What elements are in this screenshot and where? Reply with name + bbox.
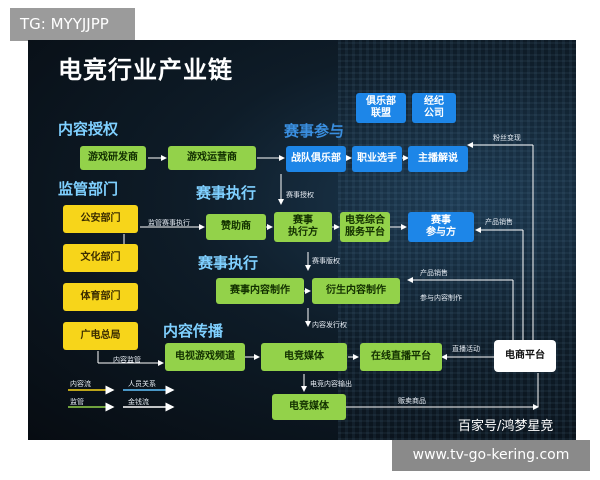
label-broadcast-rights: 赛事版权 bbox=[312, 257, 340, 265]
section-supervision: 监管部门 bbox=[58, 180, 119, 198]
diagram-title: 电竞行业产业链 bbox=[58, 56, 233, 84]
node-sponsor: 赞助商 bbox=[206, 214, 266, 240]
label-supervise-event: 监管赛事执行 bbox=[148, 219, 190, 227]
section-event-execution-2: 赛事执行 bbox=[198, 254, 259, 272]
node-culture-dept: 文化部门 bbox=[63, 244, 138, 272]
node-event-executor: 赛事 执行方 bbox=[274, 212, 332, 242]
label-content-rights: 内容发行权 bbox=[312, 321, 347, 329]
label-live-activity: 直播活动 bbox=[452, 345, 480, 353]
node-team-club: 战队俱乐部 bbox=[286, 146, 346, 172]
section-event-execution-1: 赛事执行 bbox=[196, 184, 257, 202]
section-content-license: 内容授权 bbox=[58, 120, 119, 138]
node-event-content: 赛事内容制作 bbox=[216, 278, 304, 304]
node-club-league: 俱乐部 联盟 bbox=[356, 93, 406, 123]
node-sports-dept: 体育部门 bbox=[63, 283, 138, 311]
legend-supervision: 监管 bbox=[70, 398, 84, 406]
node-esports-media-1: 电竞媒体 bbox=[261, 343, 347, 371]
connector-layer bbox=[68, 142, 539, 412]
node-caster: 主播解说 bbox=[408, 146, 468, 172]
legend-money-flow: 金钱流 bbox=[128, 398, 149, 406]
label-product-sales-2: 产品销售 bbox=[420, 269, 448, 277]
label-product-sales-1: 产品销售 bbox=[485, 218, 513, 226]
node-game-operator: 游戏运营商 bbox=[168, 146, 256, 170]
node-esports-media-2: 电竞媒体 bbox=[272, 394, 346, 420]
node-public-security: 公安部门 bbox=[63, 205, 138, 233]
legend-personnel: 人员关系 bbox=[128, 380, 156, 388]
label-content-making: 参与内容制作 bbox=[420, 294, 462, 302]
label-content-supervise: 内容监管 bbox=[113, 356, 141, 364]
label-fan-monetize: 粉丝变现 bbox=[493, 134, 521, 142]
node-derivative-content: 衍生内容制作 bbox=[312, 278, 400, 304]
section-content-distribution: 内容传播 bbox=[163, 322, 224, 340]
node-tv-game-channel: 电视游戏频道 bbox=[165, 343, 245, 371]
telegram-tag: TG: MYYJJPP bbox=[10, 8, 135, 41]
watermark-site: www.tv-go-kering.com bbox=[392, 440, 590, 471]
node-ecommerce: 电商平台 bbox=[494, 340, 556, 372]
node-radio-tv: 广电总局 bbox=[63, 322, 138, 350]
watermark-baijiahao: 百家号/鸿梦星竞 bbox=[458, 419, 554, 434]
diagram-panel: 电竞行业产业链 内容授权 监管部门 赛事参与 赛事执行 赛事执行 内容传播 游戏… bbox=[28, 40, 576, 440]
label-content-output: 电竞内容输出 bbox=[310, 380, 352, 388]
node-live-platform: 在线直播平台 bbox=[360, 343, 442, 371]
node-pro-player: 职业选手 bbox=[352, 146, 402, 172]
node-agency: 经纪 公司 bbox=[412, 93, 456, 123]
label-event-license: 赛事授权 bbox=[286, 191, 314, 199]
node-event-participant: 赛事 参与方 bbox=[408, 212, 474, 242]
section-event-participation: 赛事参与 bbox=[284, 122, 345, 140]
node-game-developer: 游戏研发商 bbox=[80, 146, 146, 170]
label-sell-goods: 贩卖商品 bbox=[398, 397, 426, 405]
node-esports-platform: 电竞综合 服务平台 bbox=[340, 212, 390, 242]
legend-content-flow: 内容流 bbox=[70, 380, 91, 388]
